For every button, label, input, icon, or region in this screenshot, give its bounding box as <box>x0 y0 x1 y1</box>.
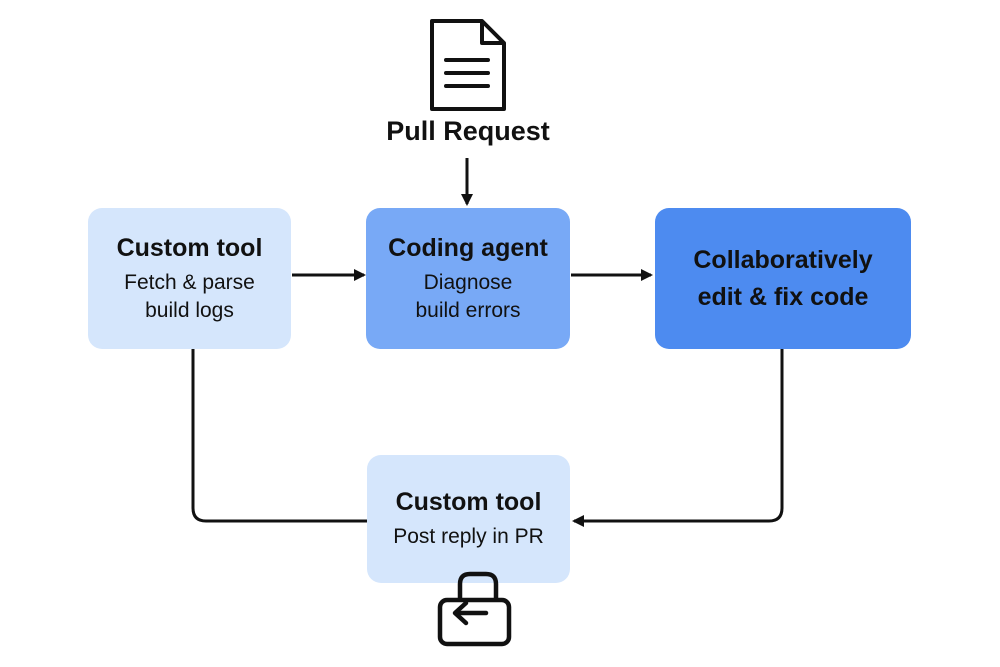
node-line: Fetch & parse <box>124 271 255 295</box>
document-icon <box>430 19 506 111</box>
connector-tool-to-reply <box>191 349 367 523</box>
collaborative-edit-node: Collaboratively edit & fix code <box>655 208 911 349</box>
node-title: Custom tool <box>395 488 542 517</box>
coding-agent-node: Coding agent Diagnose build errors <box>366 208 570 349</box>
node-line: Collaboratively <box>693 246 873 275</box>
arrow-collab-to-reply <box>572 349 784 527</box>
pull-request-label: Pull Request <box>386 116 550 146</box>
node-line: Post reply in PR <box>393 525 544 549</box>
node-title: Coding agent <box>388 234 548 263</box>
node-line: build errors <box>415 298 521 322</box>
custom-tool-fetch-node: Custom tool Fetch & parse build logs <box>88 208 291 349</box>
node-line: edit & fix code <box>697 282 869 311</box>
custom-tool-reply-node: Custom tool Post reply in PR <box>367 455 570 583</box>
return-arrow-icon <box>437 571 512 647</box>
node-title: Custom tool <box>116 234 263 263</box>
node-line: Diagnose <box>423 271 513 295</box>
node-line: build logs <box>145 298 234 322</box>
